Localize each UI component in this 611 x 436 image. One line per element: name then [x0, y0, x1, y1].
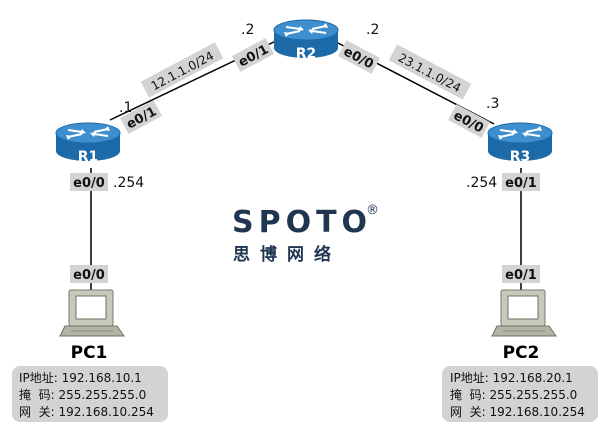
pc2-gateway: 网 关: 192.168.10.254: [450, 405, 585, 419]
svg-text:23.1.1.0/24: 23.1.1.0/24: [396, 51, 463, 96]
pc2-ip-address: IP地址: 192.168.20.1: [450, 371, 573, 385]
pc1-info-box: IP地址: 192.168.10.1 掩 码: 255.255.255.0 网 …: [12, 366, 168, 422]
pc2-computer-icon[interactable]: [491, 289, 557, 337]
router-r3[interactable]: R3: [487, 122, 553, 165]
subnet-label-r1-r2: 12.1.1.0/24: [140, 42, 224, 98]
pc2-info-box: IP地址: 192.168.20.1 掩 码: 255.255.255.0 网 …: [442, 366, 598, 422]
r3-interface-e0-1: e0/1: [502, 173, 540, 191]
r2-ip-suffix-e0-1: .2: [241, 22, 254, 38]
r1-ip-suffix-e0-1: .1: [119, 100, 132, 116]
svg-text:12.1.1.0/24: 12.1.1.0/24: [149, 49, 216, 94]
r2-interface-e0-1: e0/1: [231, 38, 275, 72]
pc1-subnet-mask: 掩 码: 255.255.255.0: [19, 388, 146, 402]
pc1-gateway: 网 关: 192.168.10.254: [19, 405, 154, 419]
pc1-computer-icon[interactable]: [59, 289, 125, 337]
svg-text:e0/1: e0/1: [505, 268, 537, 283]
r2-ip-suffix-e0-0: .2: [366, 22, 379, 38]
pc2-subnet-mask: 掩 码: 255.255.255.0: [450, 388, 577, 402]
r3-interface-e0-0: e0/0: [447, 104, 491, 138]
pc1-label: PC1: [71, 343, 108, 363]
logo-subtitle-text: 思博网络: [233, 244, 341, 265]
router-r2-label: R2: [296, 46, 317, 62]
svg-text:e0/0: e0/0: [73, 176, 105, 191]
logo-registered-mark: ®: [366, 203, 379, 218]
router-r1[interactable]: R1: [55, 122, 121, 165]
pc2-label: PC2: [503, 343, 540, 363]
pc1-interface-e0-0: e0/0: [70, 265, 108, 283]
r1-ip-suffix-e0-0: .254: [113, 175, 144, 191]
spoto-logo: SPOTO ® 思博网络: [232, 203, 379, 265]
r3-ip-suffix-e0-0: .3: [486, 96, 499, 112]
pc2-interface-e0-1: e0/1: [502, 265, 540, 283]
router-r2[interactable]: R2: [273, 19, 339, 62]
pc1-ip-address: IP地址: 192.168.10.1: [19, 371, 142, 385]
svg-text:e0/1: e0/1: [505, 176, 537, 191]
r3-ip-suffix-e0-1: .254: [466, 175, 497, 191]
r1-interface-e0-0: e0/0: [70, 173, 108, 191]
logo-brand-text: SPOTO: [232, 205, 372, 240]
r2-interface-e0-0: e0/0: [337, 40, 381, 74]
svg-text:e0/0: e0/0: [73, 268, 105, 283]
router-r3-label: R3: [510, 149, 531, 165]
router-r1-label: R1: [78, 149, 99, 165]
